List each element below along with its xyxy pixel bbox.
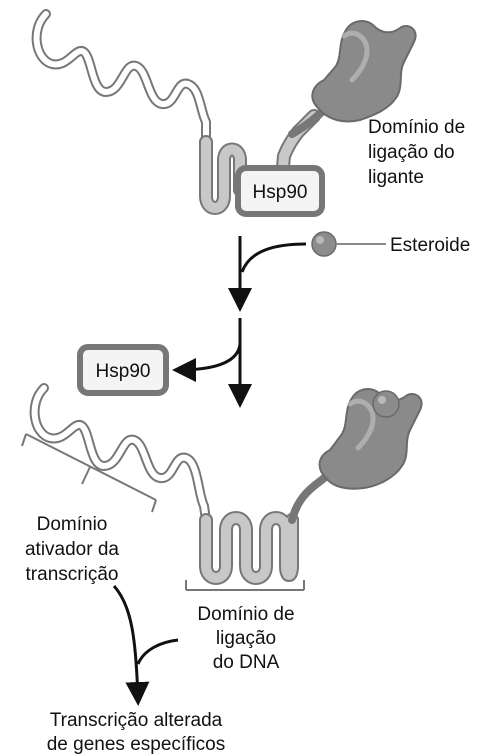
hsp90-complex-box: Hsp90: [235, 165, 325, 217]
bound-steroid-icon: [372, 390, 400, 418]
ligand-binding-head-bottom: [318, 388, 423, 490]
steroid-entry: Esteroide: [228, 231, 470, 312]
result-arrow: [112, 584, 150, 706]
dna-to-result-curve: [136, 638, 179, 665]
dna-domain-label-1: Domínio de: [197, 604, 294, 625]
released-hsp90-box: [77, 344, 169, 396]
steroid-label: Esteroide: [390, 235, 470, 256]
ligand-domain-label-3: ligante: [368, 167, 424, 188]
hsp90-release-arrow: [172, 343, 242, 382]
hsp90-release: Hsp90: [77, 318, 252, 408]
activator-domain-label-3: transcrição: [26, 564, 119, 585]
steroid-molecule-icon: [311, 231, 337, 257]
dna-domain-label-3: do DNA: [213, 652, 280, 673]
result-label-1: Transcrição alterada: [50, 710, 223, 731]
active-receptor: [29, 383, 423, 585]
ligand-domain-label-2: ligação do: [368, 142, 455, 163]
hsp90-label-top: Hsp90: [253, 182, 308, 203]
dna-domain-bracket: [185, 580, 305, 591]
ligand-binding-head-top: [311, 20, 417, 123]
dna-domain-label-2: ligação: [216, 628, 276, 649]
transcription-result-arrows: [112, 584, 179, 706]
result-label-2: de genes específicos: [47, 734, 226, 755]
inactive-receptor: [31, 9, 417, 215]
activator-domain-bracket: [21, 433, 157, 513]
released-hsp90-label: Hsp90: [96, 361, 151, 382]
activator-domain-label-2: ativador da: [25, 539, 119, 560]
activator-domain-label-1: Domínio: [37, 514, 108, 535]
steroid-curve-arrow: [240, 242, 307, 273]
ligand-domain-label-1: Domínio de: [368, 117, 465, 138]
